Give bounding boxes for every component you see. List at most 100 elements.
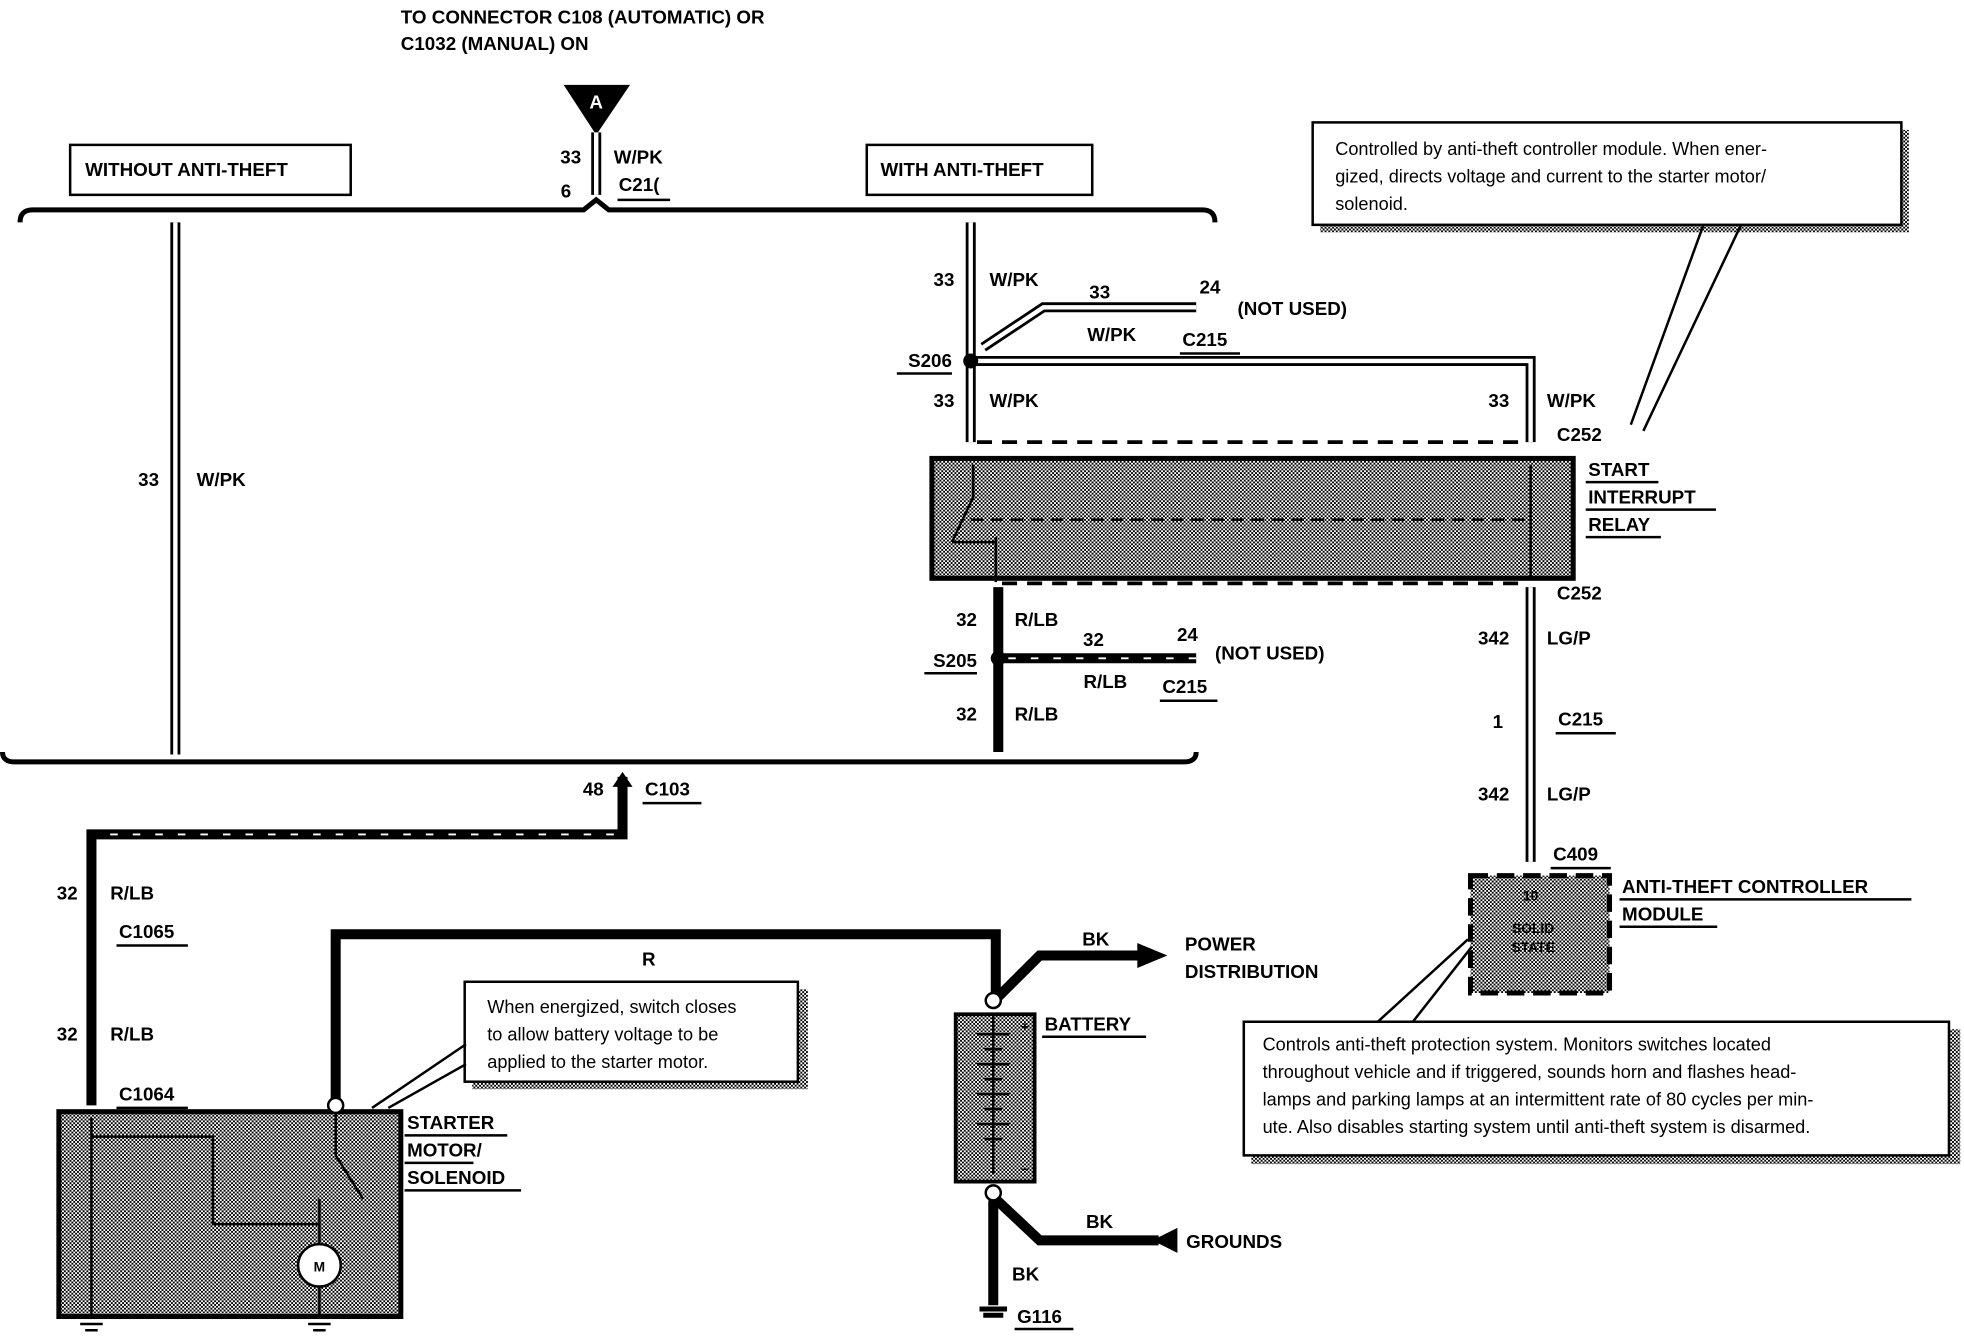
label: W/PK [1087, 324, 1136, 345]
ground-label: G116 [1017, 1306, 1062, 1327]
connector-a-triangle [563, 84, 631, 135]
right-wire-w-pk [965, 222, 1536, 443]
label: R/LB [110, 1023, 154, 1044]
without-anti-theft-box [68, 143, 352, 197]
label: 24 [1177, 624, 1198, 645]
splice-label: S205 [933, 650, 977, 671]
callout-text: lamps and parking lamps at an intermitte… [1263, 1089, 1814, 1109]
label: 24 [1200, 277, 1221, 298]
connector-label: C1064 [119, 1083, 175, 1104]
callout-text: When energized, switch closes [487, 997, 736, 1017]
label: 32 [57, 882, 78, 903]
power-label: POWER [1185, 934, 1256, 955]
battery-minus: − [1021, 1162, 1029, 1177]
module-label: ANTI-THEFT CONTROLLER [1622, 876, 1869, 897]
label: 32 [57, 1023, 78, 1044]
callout-text: Controls anti-theft protection system. M… [1263, 1034, 1771, 1054]
battery-label: BATTERY [1045, 1014, 1132, 1035]
connector-label: C252 [1557, 424, 1602, 445]
connector-a-label: A [589, 92, 603, 113]
top-connector: C21( [619, 174, 660, 195]
with-anti-theft-label: WITH ANTI-THEFT [881, 159, 1045, 180]
callout-module: Controls anti-theft protection system. M… [1242, 938, 1961, 1165]
header-line1: TO CONNECTOR C108 (AUTOMATIC) OR [401, 7, 765, 28]
connector-label: C1065 [119, 921, 174, 942]
label: R [642, 949, 656, 970]
label: 33 [1488, 390, 1509, 411]
label: 32 [1083, 629, 1104, 650]
top-bracket [17, 196, 1218, 223]
label: 32 [956, 704, 977, 725]
relay-label: RELAY [1588, 514, 1650, 535]
anti-theft-controller-module [1467, 873, 1613, 996]
r-lb-wire [993, 587, 1197, 752]
label: LG/P [1547, 628, 1591, 649]
connector-label: C215 [1162, 676, 1207, 697]
label: BK [1082, 929, 1110, 950]
r-lb-starter-wire [86, 776, 628, 1106]
power-label: DISTRIBUTION [1185, 961, 1319, 982]
label: 342 [1478, 628, 1509, 649]
callout-text: gized, directs voltage and current to th… [1335, 166, 1767, 186]
callout-solenoid: When energized, switch closes to allow b… [371, 980, 808, 1110]
connector-label: C103 [645, 779, 690, 800]
connector-label: C215 [1558, 709, 1603, 730]
label: 342 [1478, 784, 1509, 805]
starter-label: STARTER [407, 1112, 495, 1133]
bk-grounds-wire [992, 1195, 1159, 1246]
label: BK [1086, 1211, 1114, 1232]
label: R/LB [1015, 704, 1059, 725]
connector-label: C409 [1553, 844, 1598, 865]
bottom-bracket [0, 751, 1199, 765]
label: R/LB [1015, 609, 1059, 630]
label: W/PK [990, 269, 1039, 290]
label: W/PK [990, 390, 1039, 411]
bk-power-wire [992, 950, 1140, 1003]
starter-label: MOTOR/ [407, 1140, 483, 1161]
without-anti-theft-label: WITHOUT ANTI-THEFT [85, 159, 288, 180]
ground-icon [979, 1306, 1008, 1318]
callout-text: to allow battery voltage to be [487, 1024, 718, 1044]
connector-label: C252 [1557, 583, 1602, 604]
top-pin: 6 [561, 180, 571, 201]
battery [953, 1012, 1037, 1184]
label: 32 [956, 609, 977, 630]
callout-text: throughout vehicle and if triggered, sou… [1263, 1062, 1797, 1082]
module-pin: 10 [1523, 889, 1539, 904]
top-circuit: 33 [560, 147, 581, 168]
relay-switch [950, 464, 998, 583]
arrow-right-icon [1137, 943, 1168, 969]
splice-label: S206 [908, 350, 952, 371]
starter-label: SOLENOID [407, 1167, 505, 1188]
module-inner: SOLID [1512, 921, 1554, 936]
label: (NOT USED) [1215, 643, 1325, 664]
starter-motor-solenoid [56, 1109, 404, 1320]
relay-label: START [1588, 459, 1650, 480]
top-color: W/PK [614, 147, 663, 168]
relay-label: INTERRUPT [1588, 486, 1696, 507]
left-color: W/PK [197, 469, 246, 490]
with-anti-theft-box [865, 143, 1094, 197]
battery-plus: + [1021, 1020, 1029, 1035]
label: 48 [583, 779, 604, 800]
callout-text: solenoid. [1335, 194, 1408, 214]
motor-label: M [314, 1260, 325, 1275]
starter-internal [90, 1111, 365, 1317]
callout-text: applied to the starter motor. [487, 1052, 708, 1072]
callout-text: Controlled by anti-theft controller modu… [1335, 139, 1767, 159]
grounds-label: GROUNDS [1186, 1231, 1282, 1252]
label: 33 [934, 269, 955, 290]
label: 33 [1089, 282, 1110, 303]
arrow-left-icon [1152, 1227, 1178, 1253]
r-wire [330, 929, 1001, 1106]
label: R/LB [1083, 671, 1127, 692]
label: 33 [934, 390, 955, 411]
module-inner: STATE [1512, 940, 1555, 955]
label: R/LB [110, 882, 154, 903]
label: (NOT USED) [1238, 298, 1348, 319]
callout-relay: Controlled by anti-theft controller modu… [1311, 121, 1909, 432]
label: W/PK [1547, 390, 1596, 411]
label: BK [1012, 1263, 1040, 1284]
header-line2: C1032 (MANUAL) ON [401, 33, 589, 54]
